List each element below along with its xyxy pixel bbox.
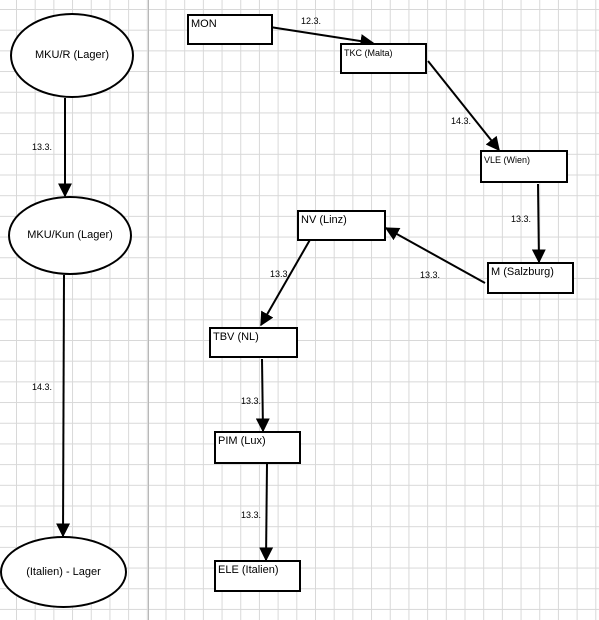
store-node-b-label: MKU/Kun (Lager): [27, 229, 113, 241]
arrow-tbv-to-pim: [255, 358, 270, 433]
box-tbv-label: TBV (NL): [213, 331, 259, 343]
store-node-a-label: MKU/R (Lager): [35, 49, 109, 61]
box-msb: M (Salzburg): [487, 262, 574, 294]
edge-label-mon-tkc: 12.3.: [301, 16, 322, 26]
column-divider: [148, 0, 149, 620]
arrow-tkc-to-vle: [427, 60, 500, 152]
edge-label-a-b: 13.3.: [32, 142, 53, 152]
edge-label-tkc-vle: 14.3.: [451, 116, 472, 126]
box-tkc: TKC (Malta): [340, 43, 427, 74]
edge-label-tbv-pim: 13.3.: [241, 396, 262, 406]
box-ele: ELE (Italien): [214, 560, 301, 592]
store-node-a: MKU/R (Lager): [10, 13, 134, 98]
box-vle: VLE (Wien): [480, 150, 568, 183]
box-pim-label: PIM (Lux): [218, 435, 266, 447]
box-vle-label: VLE (Wien): [484, 155, 531, 165]
arrow-pim-to-ele: [259, 463, 274, 562]
box-pim: PIM (Lux): [214, 431, 301, 464]
edge-label-nv-tbv: 13.3.: [270, 269, 291, 279]
box-msb-label: M (Salzburg): [491, 266, 554, 278]
store-node-c: (Italien) - Lager: [0, 536, 127, 608]
edge-label-b-c: 14.3.: [32, 382, 53, 392]
edge-label-vle-msb: 13.3.: [511, 214, 532, 224]
box-tkc-label: TKC (Malta): [344, 48, 393, 58]
box-mon: MON: [187, 14, 273, 45]
arrow-msb-to-nv: [384, 227, 486, 284]
arrow-mon-to-tkc: [269, 26, 375, 48]
edge-label-msb-nv: 13.3.: [420, 270, 441, 280]
arrow-nv-to-tbv: [260, 237, 312, 327]
box-ele-label: ELE (Italien): [218, 564, 279, 576]
store-node-c-label: (Italien) - Lager: [26, 565, 101, 578]
edge-label-pim-ele: 13.3.: [241, 510, 262, 520]
box-tbv: TBV (NL): [209, 327, 298, 358]
box-nv-label: NV (Linz): [301, 214, 347, 226]
store-node-b: MKU/Kun (Lager): [8, 196, 132, 275]
arrow-vle-to-msb: [531, 183, 546, 264]
box-mon-label: MON: [191, 18, 217, 30]
arrow-b-to-c: [56, 274, 71, 538]
box-nv: NV (Linz): [297, 210, 386, 241]
